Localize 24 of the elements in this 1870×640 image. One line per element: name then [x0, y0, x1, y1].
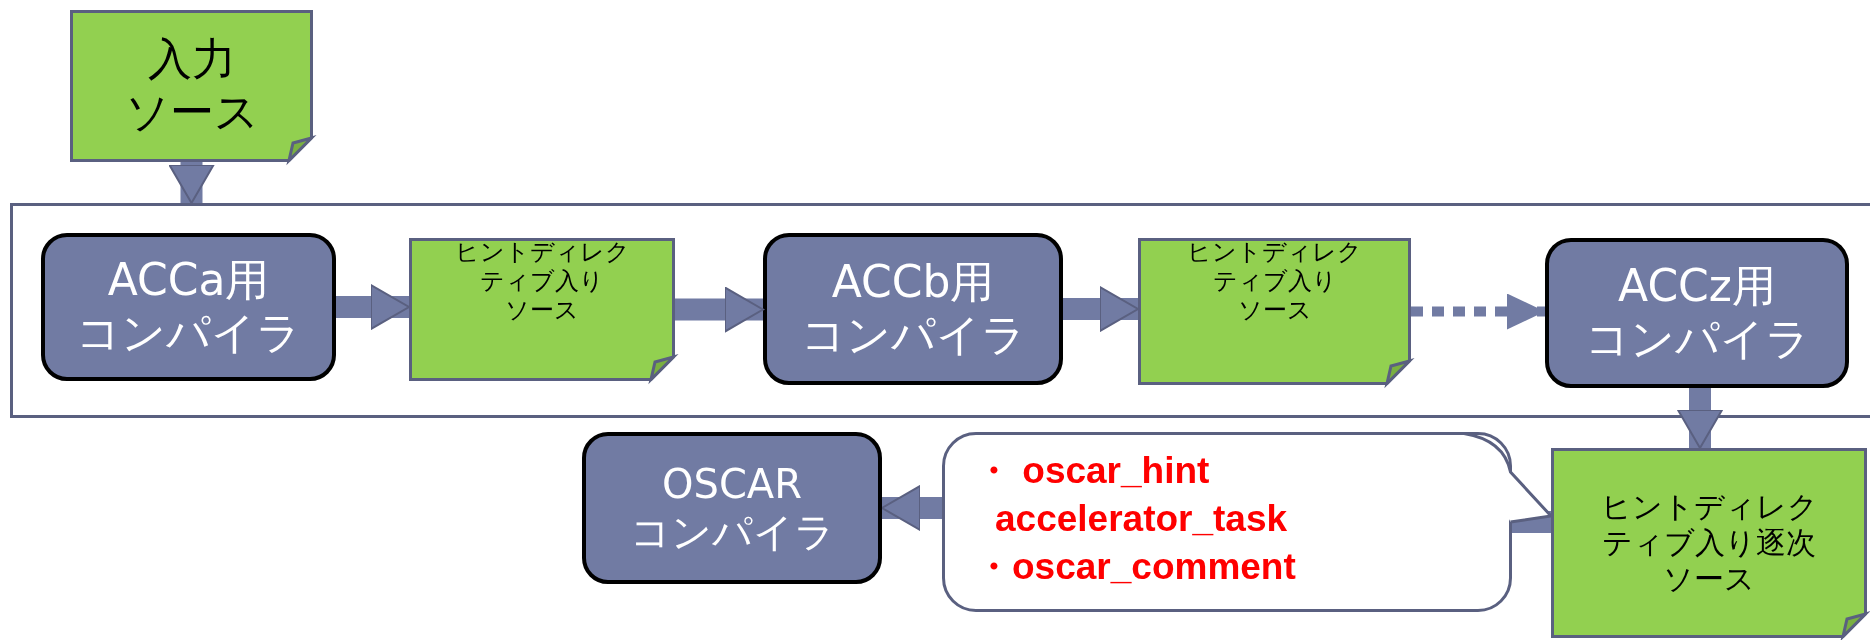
block-arrow [1677, 388, 1723, 449]
note-text: ヒントディレクティブ入り逐次ソース [1599, 489, 1819, 597]
dotted-arrow [1411, 293, 1545, 330]
compiler-box [1545, 238, 1849, 388]
note-text: 入力ソース [124, 33, 259, 139]
note-text: ヒントディレクティブ入りソース [1186, 238, 1363, 325]
document-note [1551, 448, 1867, 638]
group-frame [10, 203, 1870, 418]
list-item: ・oscar_comment [975, 545, 1297, 589]
block-arrow [1063, 286, 1139, 332]
compiler-label: ACCa用コンパイラ [76, 254, 301, 360]
callout-tail [1462, 432, 1553, 524]
compiler-box [763, 233, 1063, 385]
compiler-box [41, 233, 336, 381]
note-text: ヒントディレクティブ入りソース [454, 238, 630, 325]
block-arrow [881, 485, 942, 531]
block-arrow [168, 162, 215, 204]
compiler-label: OSCARコンパイラ [629, 460, 835, 556]
compiler-label: ACCb用コンパイラ [800, 256, 1026, 362]
compiler-box [582, 432, 882, 584]
block-arrow [336, 284, 410, 330]
compiler-label: ACCz用コンパイラ [1584, 260, 1810, 366]
list-item: ・ oscar_hint accelerator_task [975, 449, 1289, 541]
block-arrow [675, 286, 764, 333]
